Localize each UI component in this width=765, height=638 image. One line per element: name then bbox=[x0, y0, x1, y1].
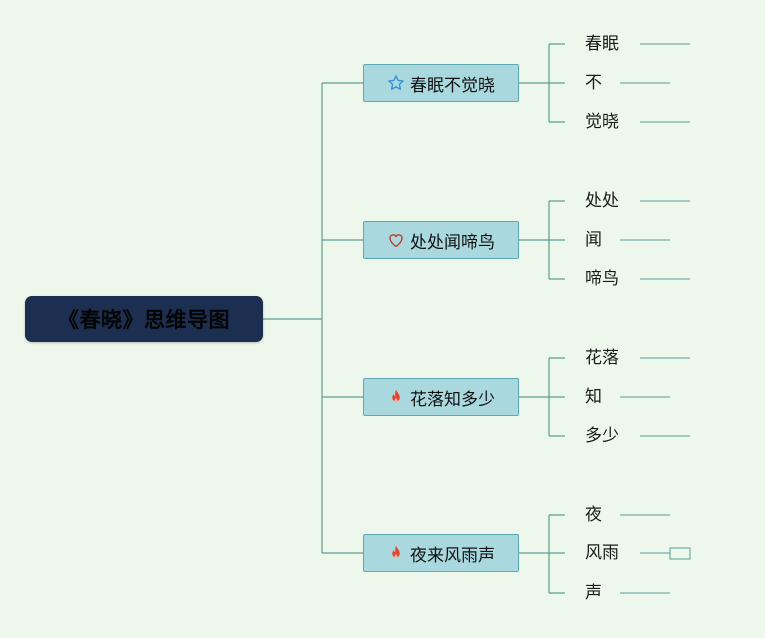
branch-node-1[interactable]: 春眠不觉晓 bbox=[363, 64, 519, 102]
fire-icon bbox=[387, 544, 405, 562]
branch-label: 春眠不觉晓 bbox=[410, 75, 495, 96]
branch-node-4[interactable]: 夜来风雨声 bbox=[363, 534, 519, 572]
leaf-node[interactable]: 觉晓 bbox=[585, 112, 619, 132]
fire-icon bbox=[387, 388, 405, 406]
branch-label: 花落知多少 bbox=[410, 389, 495, 410]
leaf-node[interactable]: 声 bbox=[585, 583, 602, 603]
branch-label: 处处闻啼鸟 bbox=[410, 232, 495, 253]
leaf-node[interactable]: 风雨 bbox=[585, 543, 619, 563]
leaf-node[interactable]: 闻 bbox=[585, 230, 602, 250]
leaf-node[interactable]: 多少 bbox=[585, 426, 619, 446]
branch-node-3[interactable]: 花落知多少 bbox=[363, 378, 519, 416]
leaf-node[interactable]: 不 bbox=[585, 73, 602, 93]
leaf-node[interactable]: 春眠 bbox=[585, 34, 619, 54]
branch-node-2[interactable]: 处处闻啼鸟 bbox=[363, 221, 519, 259]
leaf-node[interactable]: 处处 bbox=[585, 191, 619, 211]
leaf-node[interactable]: 啼鸟 bbox=[585, 269, 619, 289]
branch-label: 夜来风雨声 bbox=[410, 545, 495, 566]
leaf-node[interactable]: 花落 bbox=[585, 348, 619, 368]
leaf-node[interactable]: 夜 bbox=[585, 505, 602, 525]
heart-icon bbox=[387, 231, 405, 249]
root-node[interactable]: 《春晓》思维导图 bbox=[25, 296, 263, 342]
leaf-node[interactable]: 知 bbox=[585, 387, 602, 407]
root-label: 《春晓》思维导图 bbox=[58, 308, 230, 332]
star-icon bbox=[387, 74, 405, 92]
